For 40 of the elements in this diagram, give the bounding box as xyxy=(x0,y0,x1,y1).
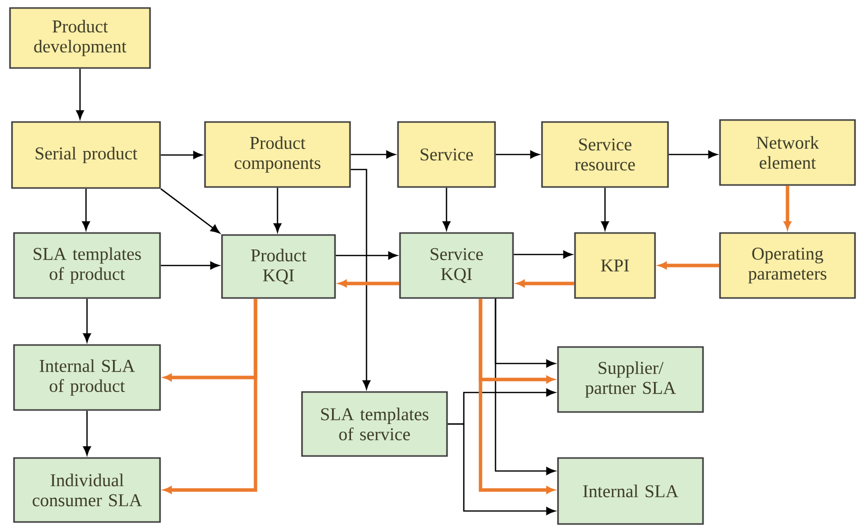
process-box: Internal SLA xyxy=(557,457,704,525)
process-box: Serial product xyxy=(11,121,161,189)
arrow xyxy=(601,188,609,230)
process-box: Service KQI xyxy=(399,232,514,299)
arrow xyxy=(338,280,400,288)
arrow xyxy=(784,186,792,230)
arrow xyxy=(76,68,84,120)
arrow xyxy=(160,262,220,270)
arrow xyxy=(83,410,91,456)
process-box: Product KQI xyxy=(221,234,336,299)
arrow xyxy=(336,252,398,260)
arrow xyxy=(350,168,370,390)
arrow xyxy=(82,188,90,230)
arrow xyxy=(164,298,258,494)
arrow xyxy=(83,298,91,342)
process-box: Individual consumer SLA xyxy=(13,457,161,523)
process-box: SLA templates of product xyxy=(13,232,161,299)
arrow xyxy=(516,280,574,288)
process-box: Service xyxy=(397,121,496,188)
arrow xyxy=(514,250,572,258)
arrow xyxy=(668,150,718,158)
arrow xyxy=(160,188,220,234)
process-box: KPI xyxy=(574,232,656,299)
arrow xyxy=(658,262,720,270)
process-box: Operating parameters xyxy=(719,232,856,299)
arrow xyxy=(494,298,556,475)
arrow xyxy=(496,150,540,158)
process-box: Product development xyxy=(9,7,151,69)
process-box: Product components xyxy=(204,121,351,188)
process-box: Service resource xyxy=(541,121,669,188)
arrow xyxy=(478,298,554,494)
process-box: Supplier/ partner SLA xyxy=(557,346,704,413)
arrow xyxy=(160,151,202,159)
process-box: Network element xyxy=(719,119,856,186)
arrow xyxy=(442,188,450,230)
process-box: SLA templates of service xyxy=(301,391,448,457)
arrow xyxy=(448,423,556,515)
arrow xyxy=(274,188,282,232)
process-box: Internal SLA of product xyxy=(13,344,161,411)
arrow xyxy=(350,150,396,158)
